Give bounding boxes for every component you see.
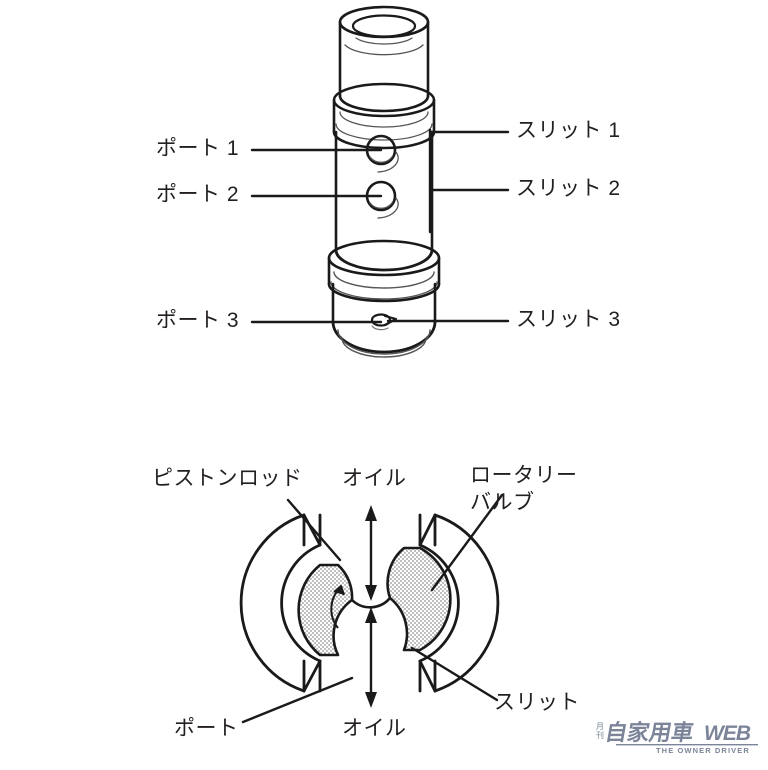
rotation-arrow-icon: [330, 585, 345, 629]
rotary-valve-vane-left: [297, 563, 354, 657]
logo-latin: WEB: [704, 722, 751, 745]
label-port-2: ポート 2: [156, 183, 240, 206]
owner-driver-web-logo-svg: 月 刊 自家用車 WEB THE OWNER DRIVER: [596, 720, 758, 755]
label-slit-1: スリット 1: [516, 119, 621, 142]
logo-kanji-small-1: 月: [596, 722, 603, 731]
label-port-3: ポート 3: [156, 309, 240, 332]
upper-leader-lines: [250, 128, 510, 324]
logo-kanji-main: 自家用車: [603, 720, 695, 745]
logo-tagline: THE OWNER DRIVER: [656, 746, 750, 755]
label-piston-rod: ピストンロッド: [152, 467, 303, 490]
leader-slit: [410, 646, 499, 702]
label-rotary-valve-line2: バルブ: [470, 491, 535, 514]
label-slit-2: スリット 2: [516, 177, 621, 200]
leader-piston-rod: [286, 498, 342, 562]
piston-rod-body: [327, 5, 441, 358]
label-oil-top: オイル: [342, 467, 407, 490]
leader-rotary-valve: [430, 493, 504, 592]
rotary-valve-vane-right: [386, 546, 452, 652]
oil-flow-arrow-bottom: [365, 607, 377, 708]
oil-flow-arrow-top: [365, 505, 377, 601]
label-port: ポート: [174, 717, 239, 740]
label-slit: スリット: [494, 691, 580, 714]
label-oil-bottom: オイル: [342, 717, 407, 740]
label-port-1: ポート 1: [156, 137, 240, 160]
leader-port: [241, 676, 354, 724]
logo-rule: [616, 744, 758, 746]
watermark-logo: 月 刊 自家用車 WEB THE OWNER DRIVER: [596, 718, 760, 756]
rotary-valve-cross-section: [239, 493, 504, 724]
lower-leader-lines: [241, 493, 504, 724]
label-rotary-valve-line1: ロータリー: [470, 464, 578, 487]
logo-kanji-small-2: 刊: [596, 731, 604, 740]
label-slit-3: スリット 3: [516, 308, 621, 331]
